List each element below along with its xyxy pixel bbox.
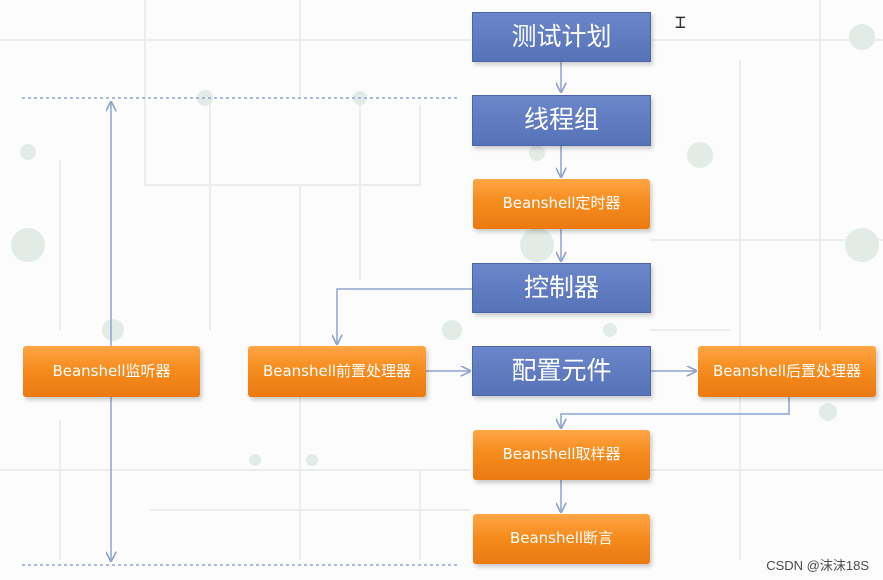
node-beanshell-listener: Beanshell监听器	[23, 346, 200, 397]
arrow-postprocessor-to-sampler	[561, 397, 790, 428]
node-test-plan: 测试计划	[472, 12, 651, 62]
node-beanshell-postprocessor: Beanshell后置处理器	[698, 346, 876, 397]
watermark: CSDN @沫沫18S	[766, 558, 869, 573]
node-thread-group: 线程组	[472, 95, 651, 146]
node-beanshell-sampler: Beanshell取样器	[473, 430, 650, 480]
node-controller: 控制器	[472, 263, 651, 313]
node-beanshell-preprocessor: Beanshell前置处理器	[248, 346, 426, 397]
node-config-element: 配置元件	[472, 346, 651, 396]
arrow-controller-to-preprocessor	[337, 288, 472, 344]
node-beanshell-timer: Beanshell定时器	[473, 179, 650, 229]
node-beanshell-assertion: Beanshell断言	[473, 514, 650, 564]
text-cursor-icon: ⌶	[675, 12, 686, 33]
